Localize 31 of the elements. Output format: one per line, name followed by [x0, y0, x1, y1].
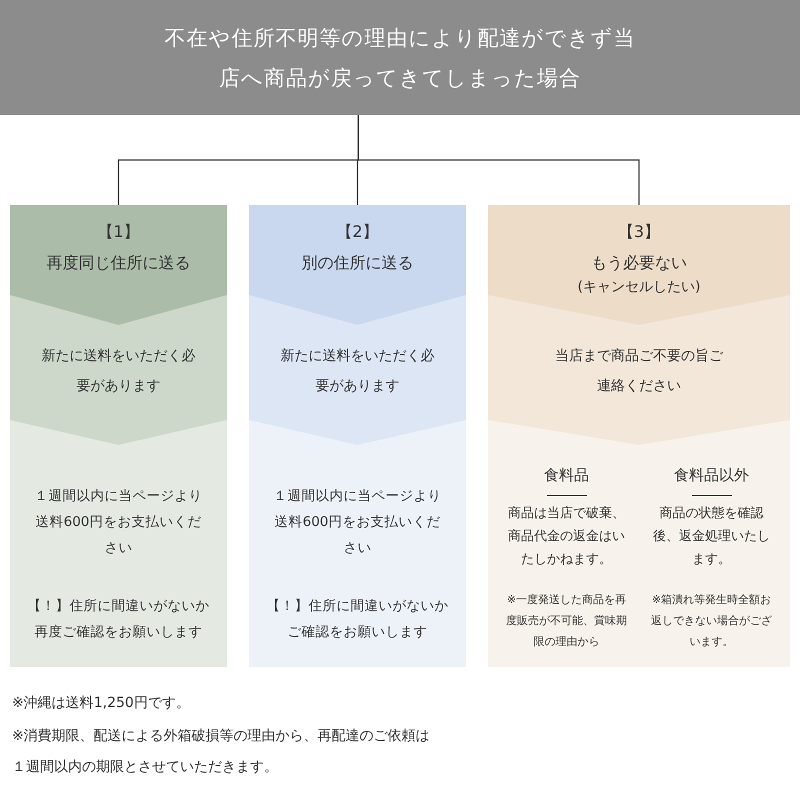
- card-header: [10, 205, 227, 325]
- body-text: 商品の状態を確認後、返金処理いたします。: [652, 505, 771, 569]
- card-panel: [488, 445, 790, 667]
- card-panel: [249, 445, 466, 667]
- note-text: ※一度発送した商品を再度販売が不可能、賞味期限の理由から: [505, 592, 628, 650]
- number-label: 【1】: [96, 221, 141, 243]
- header-band: [0, 0, 800, 115]
- card-panel: [10, 445, 227, 667]
- footnote-text: ※消費期限、配送による外箱破損等の理由から、再配達のご依頼は１週間以内の期限とさせていただきます。: [12, 727, 431, 777]
- card-header: [249, 205, 466, 325]
- body-text: １週間以内に当ページより送料600円をお支払いください: [272, 487, 442, 558]
- heading-text: 食料品以外: [673, 465, 750, 486]
- number-label: 【3】: [616, 221, 662, 243]
- header-text: 不在や住所不明等の理由により配達ができず当店へ商品が戻ってきてしまった場合: [164, 24, 636, 92]
- heading-text: もう必要ない: [590, 252, 688, 274]
- note-text: 【！】住所に間違いがないかご確認をお願いします: [266, 597, 450, 642]
- note-text: ※箱潰れ等発生時全額お返しできない場合がございます。: [650, 592, 773, 650]
- body-text: 当店まで商品ご不要の旨ご連絡ください: [554, 347, 724, 396]
- heading-text: (キャンセルしたい): [576, 278, 702, 297]
- connector-line: [358, 115, 640, 205]
- card-header: [488, 205, 790, 325]
- body-text: １週間以内に当ページより送料600円をお支払いください: [34, 487, 204, 558]
- body-text: 新たに送料をいただく必要があります: [40, 347, 196, 396]
- body-text: 商品は当店で破棄、商品代金の返金はいたしかねます。: [507, 505, 626, 569]
- footnote-text: ※沖縄は送料1,250円です。: [12, 694, 191, 713]
- note-text: 【！】住所に間違いがないか再度ご確認をお願いします: [26, 597, 210, 642]
- body-text: 新たに送料をいただく必要があります: [280, 347, 436, 396]
- number-label: 【2】: [335, 221, 380, 243]
- heading-text: 別の住所に送る: [300, 252, 414, 274]
- heading-text: 再度同じ住所に送る: [46, 252, 192, 274]
- heading-text: 食料品: [543, 465, 590, 486]
